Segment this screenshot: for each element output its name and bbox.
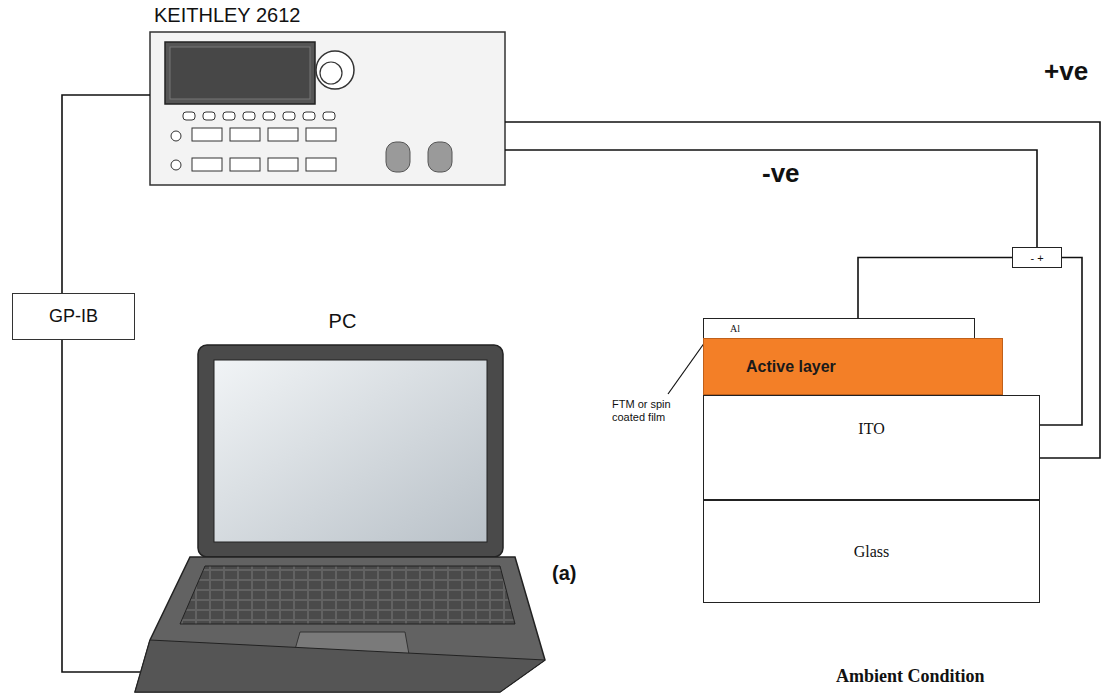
node-text: Al [730, 323, 740, 334]
pc-laptop: PC [140, 308, 545, 694]
condition-note: Ambient Condition [836, 666, 1036, 687]
keithley-instrument [386, 142, 410, 172]
keithley-instrument [230, 128, 260, 141]
keithley-instrument [165, 42, 315, 104]
leader-line [668, 342, 705, 394]
laptop-illustration [135, 345, 545, 692]
meter-symbol: - + [1012, 247, 1062, 268]
ito-layer: ITO [703, 395, 1040, 500]
node-text: - + [1030, 252, 1043, 264]
glass-substrate: Glass [703, 500, 1040, 603]
gpib-cable [62, 95, 150, 293]
keithley-instrument [268, 158, 298, 171]
keithley-instrument [263, 112, 275, 120]
gpib-cable [62, 340, 140, 672]
node-text: ITO [858, 420, 884, 438]
keithley-instrument [223, 112, 235, 120]
interface-box: GP-IB [12, 293, 135, 340]
keithley-instrument [230, 158, 260, 171]
keithley-instrument [150, 32, 505, 185]
leader-line [668, 342, 705, 394]
negative-lead [505, 150, 1037, 247]
keithley-instrument [306, 158, 336, 171]
node-text: Glass [854, 543, 890, 561]
laptop-illustration [135, 640, 545, 692]
node-text: PC [329, 308, 357, 334]
keithley-instrument [192, 158, 222, 171]
laptop-illustration [198, 345, 503, 557]
keithley-instrument [171, 131, 181, 141]
electrode-wire [1040, 258, 1082, 426]
callout-note: FTM or spin coated film [612, 398, 704, 424]
keithley-instrument [150, 32, 505, 185]
node-text: GP-IB [49, 306, 98, 327]
keithley-instrument [170, 47, 310, 99]
keithley-instrument [316, 51, 354, 89]
electrode-wire [858, 258, 1012, 319]
al-electrode: Al [703, 318, 975, 339]
active-layer: Active layer [703, 338, 1003, 395]
keithley-instrument [320, 62, 342, 84]
laptop-illustration [180, 566, 515, 624]
keithley-instrument [268, 128, 298, 141]
keithley-instrument [183, 112, 195, 120]
laptop-illustration [214, 360, 487, 542]
keithley-instrument [303, 112, 315, 120]
keithley-instrument [283, 112, 295, 120]
node-text: Active layer [746, 358, 836, 376]
figure-label: (a) [552, 562, 602, 585]
keithley-instrument [171, 112, 336, 171]
keithley-instrument [428, 142, 452, 172]
keithley-instrument [203, 112, 215, 120]
lead-label: -ve [760, 158, 802, 189]
keithley-instrument [243, 112, 255, 120]
lead-label: +ve [1042, 56, 1090, 87]
keithley-instrument [192, 128, 222, 141]
keithley-instrument [306, 128, 336, 141]
keithley-instrument [323, 112, 335, 120]
source-meter: KEITHLEY 2612 [150, 2, 505, 185]
node-text: KEITHLEY 2612 [150, 2, 300, 28]
laptop-illustration [135, 557, 545, 692]
keithley-instrument [171, 160, 181, 170]
